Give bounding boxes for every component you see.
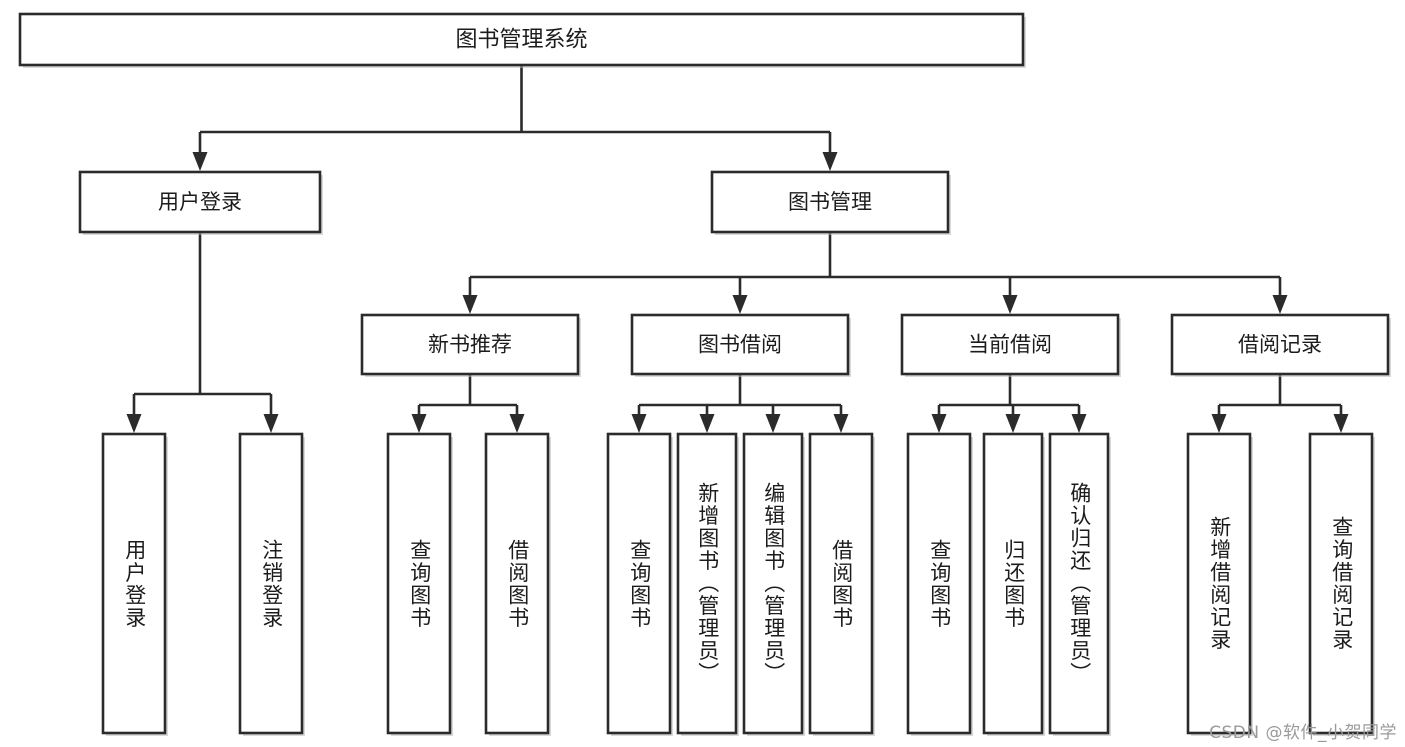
node-rect: [386, 432, 452, 735]
arrow-head-icon: [699, 414, 715, 433]
node-box-leaf-borrow-book-1[interactable]: [484, 432, 551, 736]
node-rect: [808, 432, 874, 735]
node-box-user-login[interactable]: [78, 170, 323, 235]
node-box-leaf-user-logout[interactable]: [238, 432, 305, 736]
node-box-new-book-rec[interactable]: [360, 313, 581, 377]
arrow-head-icon: [1272, 295, 1288, 314]
node-box-borrow-record[interactable]: [1170, 313, 1391, 377]
node-box-current-borrow[interactable]: [900, 313, 1121, 377]
arrow-head-icon: [931, 414, 947, 433]
node-rect: [484, 432, 550, 735]
edges-layer: [126, 65, 1349, 433]
node-rect: [676, 432, 738, 735]
arrow-head-icon: [126, 414, 142, 433]
arrow-head-icon: [1333, 414, 1349, 433]
arrow-head-icon: [1071, 414, 1087, 433]
arrow-head-icon: [411, 414, 427, 433]
edge-group-book-manage: [462, 232, 1288, 314]
arrow-head-icon: [509, 414, 525, 433]
arrow-head-icon: [822, 152, 838, 171]
node-box-leaf-add-record[interactable]: [1186, 432, 1253, 736]
arrow-head-icon: [192, 152, 208, 171]
node-label: 新书推荐: [428, 333, 512, 357]
node-label: 当前借阅: [968, 333, 1052, 357]
arrow-head-icon: [1002, 295, 1018, 314]
node-box-book-manage[interactable]: [710, 170, 951, 235]
node-rect: [18, 12, 1025, 67]
edge-group-borrow-record: [1211, 374, 1349, 433]
node-rect: [101, 432, 167, 735]
arrow-head-icon: [833, 414, 849, 433]
node-rect: [1308, 432, 1374, 735]
node-box-leaf-query-record[interactable]: [1308, 432, 1375, 736]
node-label: 借阅记录: [1238, 333, 1322, 357]
node-rect: [630, 313, 850, 376]
node-label: 图书管理系统: [455, 28, 587, 53]
node-box-leaf-return-book[interactable]: [982, 432, 1045, 736]
node-box-leaf-borrow-book-2[interactable]: [808, 432, 875, 736]
arrow-head-icon: [462, 295, 478, 314]
node-box-leaf-user-login[interactable]: [101, 432, 168, 736]
node-rect: [900, 313, 1120, 376]
node-label: 图书管理: [788, 190, 872, 214]
node-box-leaf-add-book[interactable]: [676, 432, 739, 736]
arrow-head-icon: [765, 414, 781, 433]
node-box-leaf-confirm-return[interactable]: [1048, 432, 1111, 736]
node-rect: [742, 432, 804, 735]
node-rect: [906, 432, 972, 735]
node-rect: [238, 432, 304, 735]
edge-group-current-borrow: [931, 374, 1087, 433]
node-rect: [982, 432, 1044, 735]
node-rect: [1186, 432, 1252, 735]
node-box-root[interactable]: [18, 12, 1026, 68]
arrow-head-icon: [631, 414, 647, 433]
node-rect: [1048, 432, 1110, 735]
edge-group-new-book-rec: [411, 374, 525, 433]
edge-group-root: [192, 65, 838, 171]
watermark-text: CSDN @软件_小贺同学: [1209, 723, 1397, 743]
arrow-head-icon: [1211, 414, 1227, 433]
node-rect: [78, 170, 322, 234]
arrow-head-icon: [1005, 414, 1021, 433]
edge-group-book-borrow: [631, 374, 849, 433]
node-box-leaf-query-book-3[interactable]: [906, 432, 973, 736]
node-box-leaf-edit-book[interactable]: [742, 432, 805, 736]
node-rect: [360, 313, 580, 376]
node-label: 图书借阅: [698, 333, 782, 357]
node-rect: [1170, 313, 1390, 376]
node-box-leaf-query-book-2[interactable]: [606, 432, 673, 736]
arrow-head-icon: [263, 414, 279, 433]
boxes-layer: [18, 12, 1391, 736]
node-rect: [710, 170, 950, 234]
node-box-leaf-query-book-1[interactable]: [386, 432, 453, 736]
node-box-book-borrow[interactable]: [630, 313, 851, 377]
arrow-head-icon: [732, 295, 748, 314]
node-rect: [606, 432, 672, 735]
node-label: 用户登录: [158, 190, 242, 214]
edge-group-user-login: [126, 232, 279, 433]
